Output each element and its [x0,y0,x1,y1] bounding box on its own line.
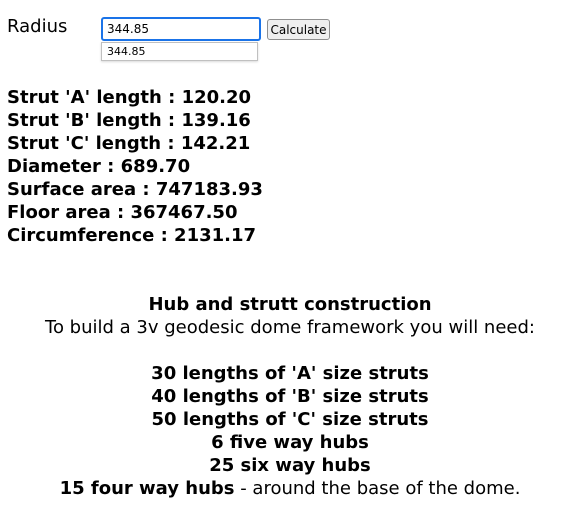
autocomplete-suggestion[interactable]: 344.85 [107,45,146,58]
results-list: Strut 'A' length : 120.20 Strut 'B' leng… [7,86,263,247]
result-surface-area: Surface area : 747183.93 [7,179,263,200]
result-floor-area: Floor area : 367467.50 [7,202,238,223]
hubs-five-count: 6 five way hubs [211,432,369,453]
autocomplete-dropdown: 344.85 [101,42,258,61]
result-strut-a: Strut 'A' length : 120.20 [7,87,252,108]
calculate-button[interactable]: Calculate [267,19,330,40]
struts-c-count: 50 lengths of 'C' size struts [151,409,429,430]
result-diameter: Diameter : 689.70 [7,156,191,177]
construction-section: Hub and strutt construction To build a 3… [0,293,567,500]
hubs-four-note: - around the base of the dome. [234,478,521,499]
result-strut-c: Strut 'C' length : 142.21 [7,133,251,154]
hubs-six-count: 25 six way hubs [209,455,371,476]
result-circumference: Circumference : 2131.17 [7,225,257,246]
spacer [0,339,567,362]
struts-b-count: 40 lengths of 'B' size struts [151,386,429,407]
radius-label: Radius [7,16,68,37]
hubs-four-count: 15 four way hubs [59,478,235,499]
hubs-four-line: 15 four way hubs - around the base of th… [0,477,567,500]
construction-title: Hub and strutt construction [148,294,432,315]
construction-intro: To build a 3v geodesic dome framework yo… [45,317,535,338]
result-strut-b: Strut 'B' length : 139.16 [7,110,251,131]
struts-a-count: 30 lengths of 'A' size struts [151,363,429,384]
radius-input[interactable] [101,17,261,41]
